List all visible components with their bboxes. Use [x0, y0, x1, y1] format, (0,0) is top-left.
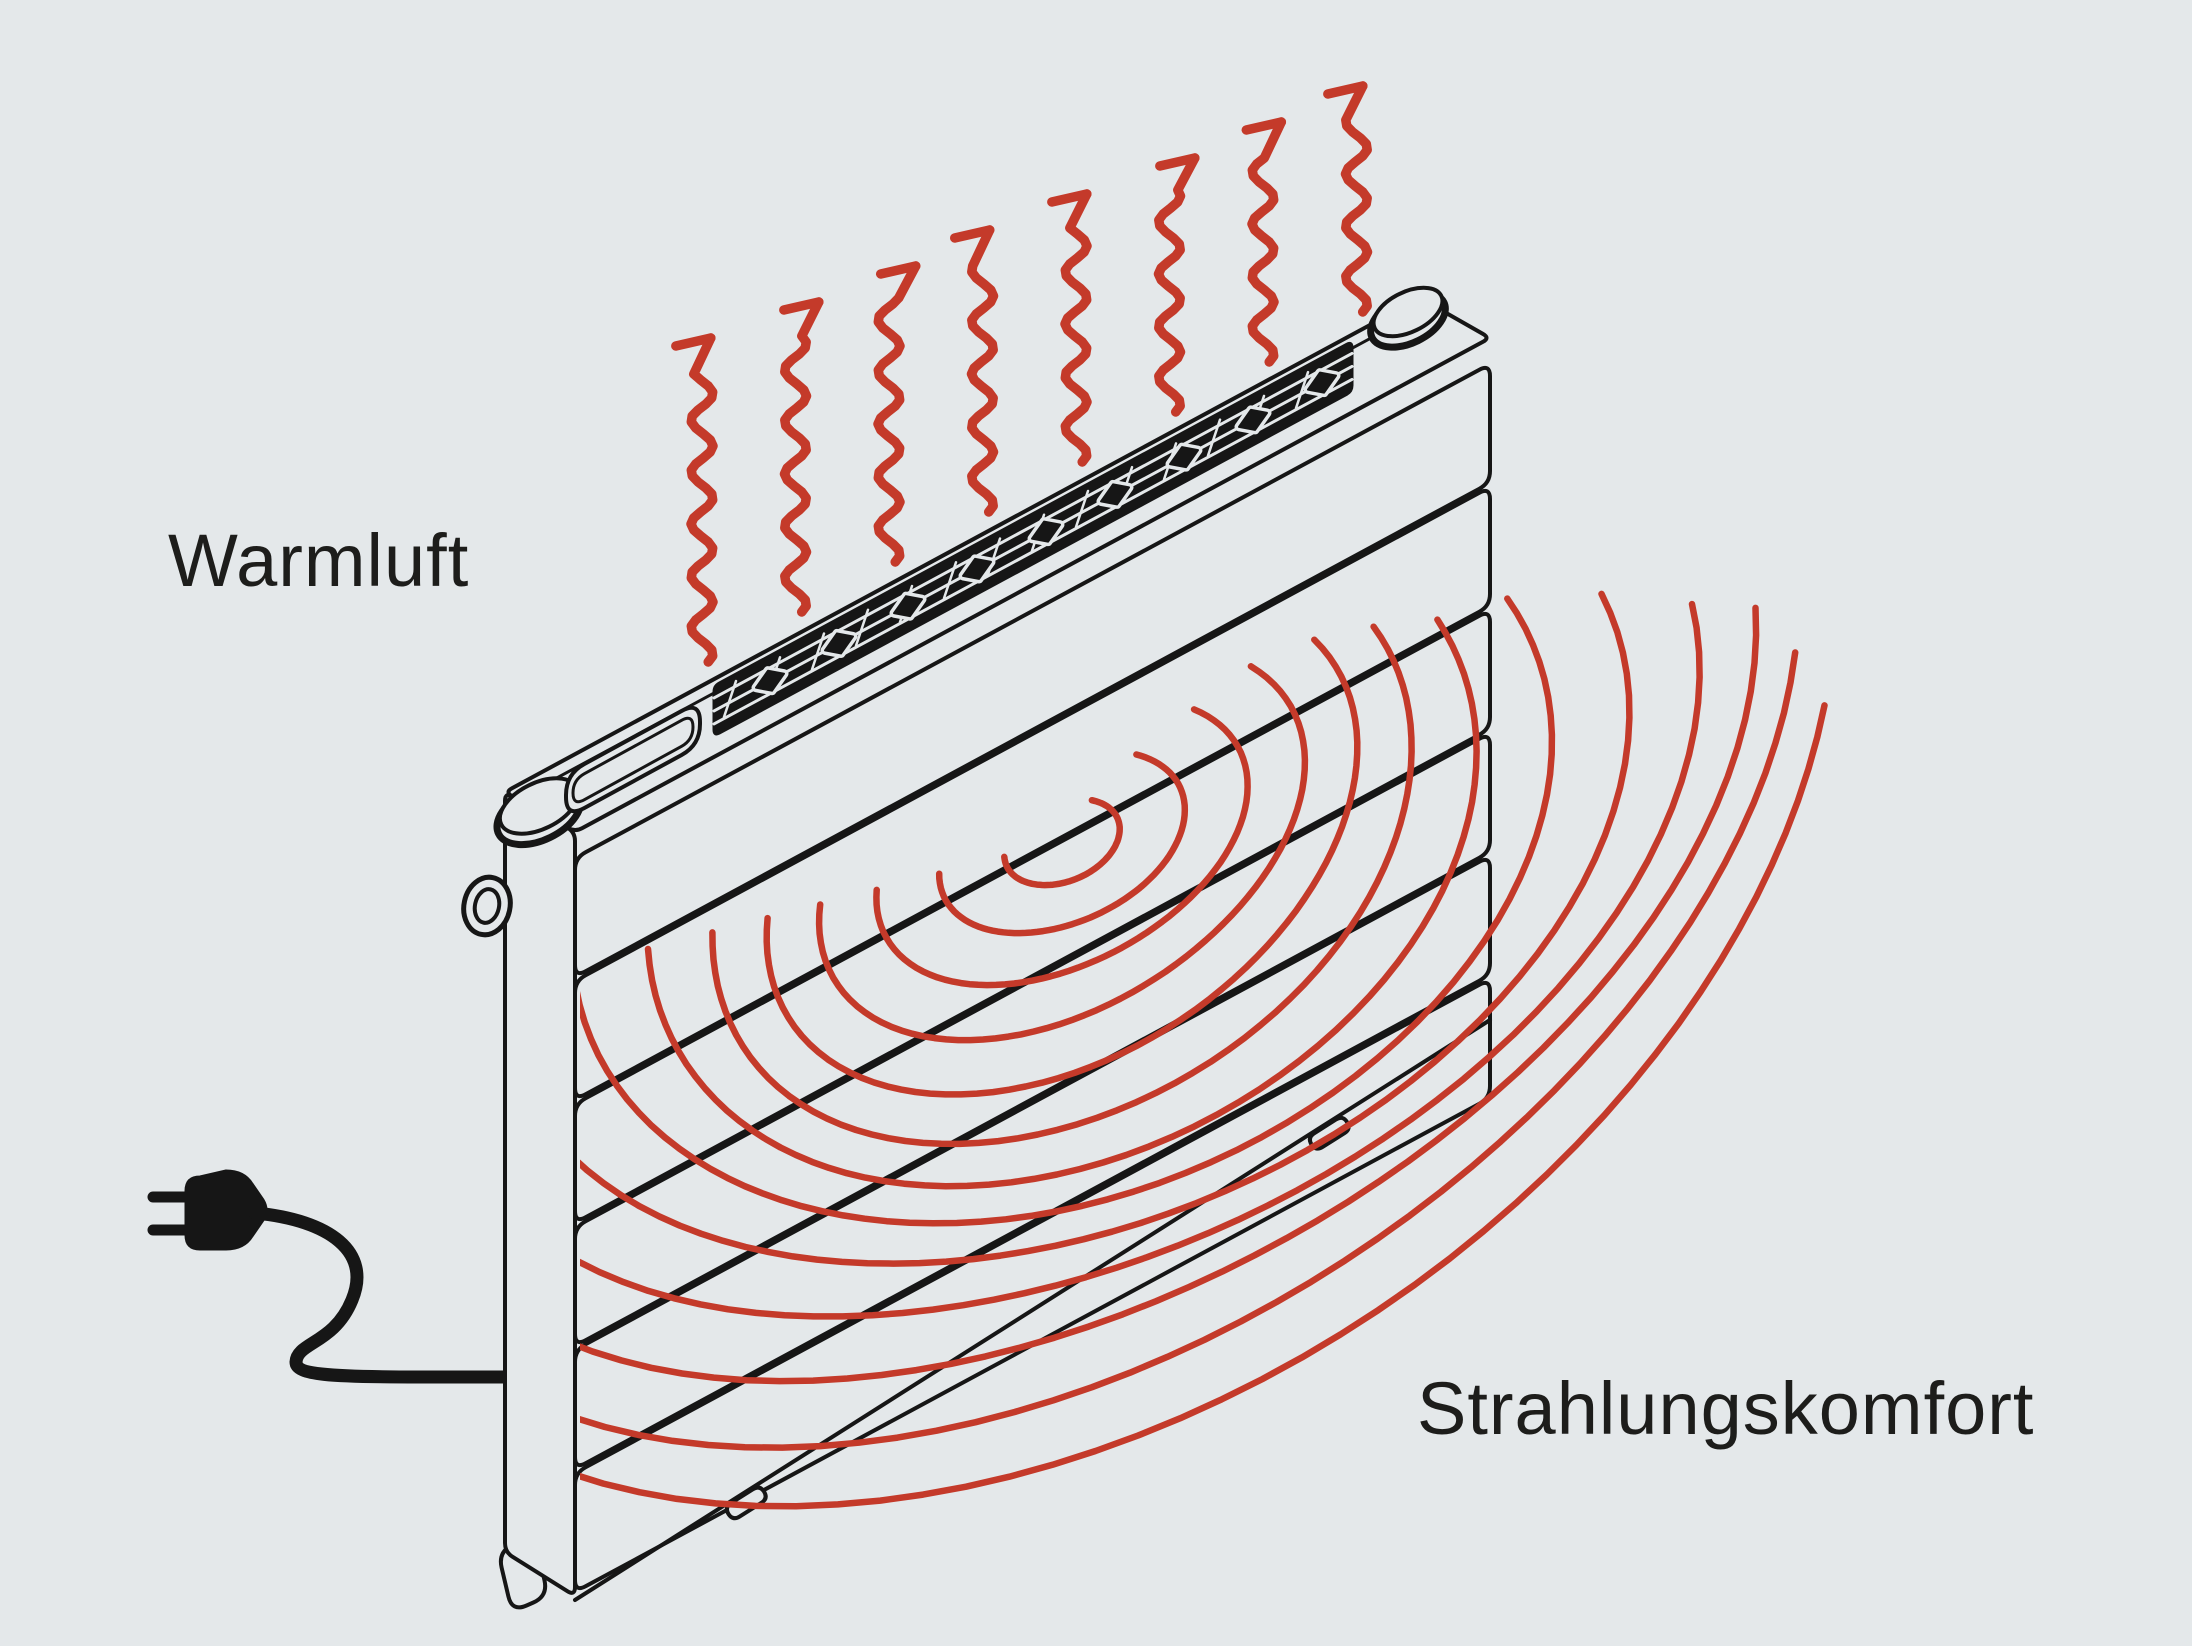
warm-air-label: Warmluft: [168, 519, 470, 602]
power-plug-and-cable-icon: [147, 1169, 547, 1384]
warm-air-arrows-icon: [671, 81, 1373, 667]
radiation-waves-icon: [580, 590, 1828, 1510]
radiant-comfort-label: Strahlungskomfort: [1417, 1367, 2035, 1450]
